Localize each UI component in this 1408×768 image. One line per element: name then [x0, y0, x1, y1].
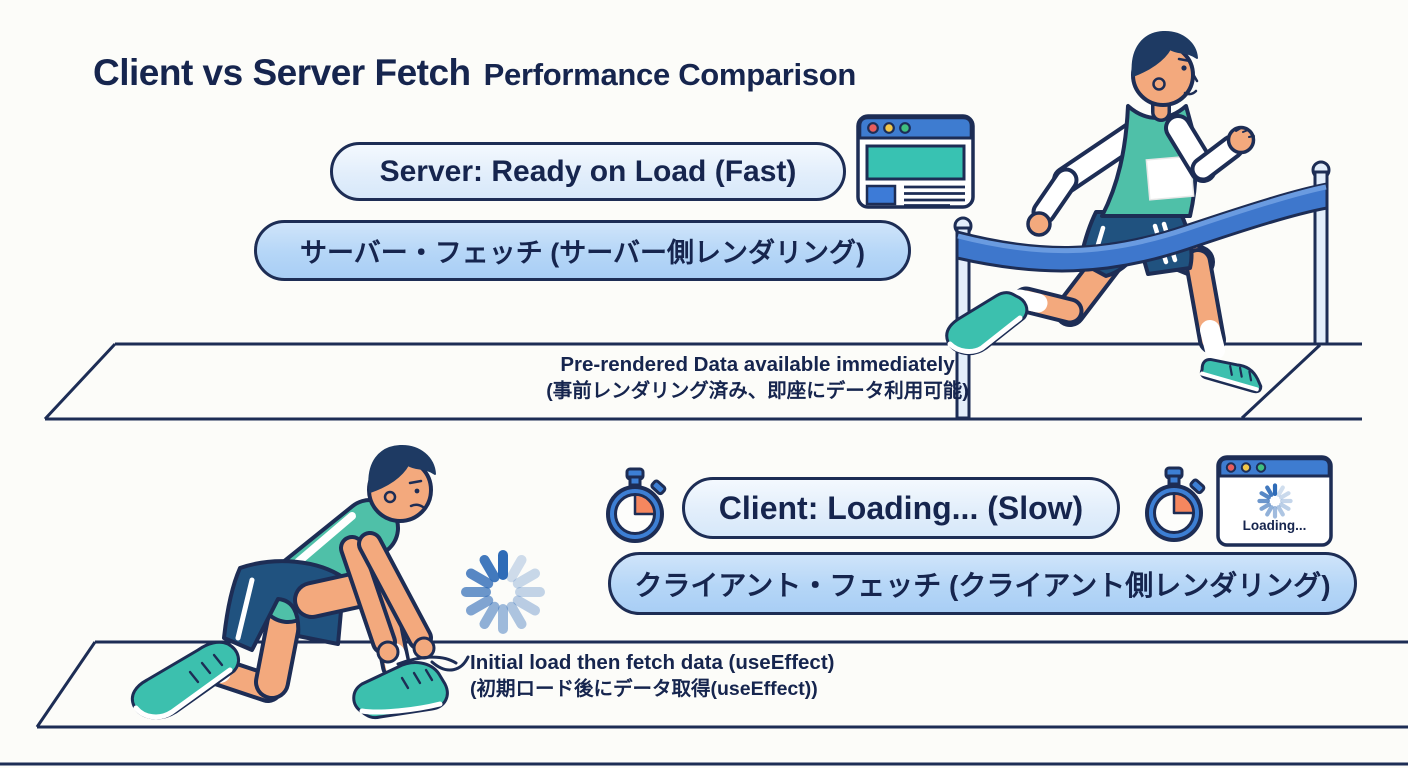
runner-illustration — [945, 30, 1263, 394]
browser-loading-icon — [1216, 455, 1333, 547]
title-sub: Performance Comparison — [483, 57, 857, 92]
client-fetch-japanese-pill: クライアント・フェッチ (クライアント側レンダリング) — [608, 552, 1357, 615]
server-fetch-japanese-pill: サーバー・フェッチ (サーバー側レンダリング) — [254, 220, 911, 281]
track-bottom — [0, 640, 1408, 766]
client-fetch-japanese-label: クライアント・フェッチ (クライアント側レンダリング) — [634, 569, 1331, 601]
page-title: Client vs Server Fetch Performance Compa… — [93, 52, 856, 94]
finish-line-ribbon — [955, 182, 1329, 273]
client-status-label: Client: Loading... (Slow) — [718, 489, 1084, 526]
mini-browser-loading-label: Loading... — [1242, 518, 1307, 533]
stopwatch-icon — [1145, 466, 1207, 542]
server-caption-en: Pre-rendered Data available immediately — [560, 353, 955, 376]
server-status-pill: Server: Ready on Load (Fast) — [330, 142, 846, 201]
client-caption-en: Initial load then fetch data (useEffect) — [470, 651, 835, 674]
client-caption: Initial load then fetch data (useEffect)… — [470, 650, 900, 702]
server-caption-ja: (事前レンダリング済み、即座にデータ利用可能) — [546, 380, 969, 402]
track-top — [43, 342, 1362, 421]
server-status-label: Server: Ready on Load (Fast) — [379, 154, 797, 188]
title-main: Client vs Server Fetch — [93, 52, 471, 93]
loading-spinner-icon — [466, 555, 540, 629]
browser-window-icon — [856, 114, 975, 209]
client-status-pill: Client: Loading... (Slow) — [682, 477, 1120, 539]
client-caption-ja: (初期ロード後にデータ取得(useEffect)) — [470, 678, 818, 700]
server-caption: Pre-rendered Data available immediately … — [530, 352, 985, 404]
stopwatch-icon — [606, 467, 668, 543]
server-fetch-japanese-label: サーバー・フェッチ (サーバー側レンダリング) — [300, 238, 865, 268]
crouching-runner-illustration — [130, 444, 470, 720]
